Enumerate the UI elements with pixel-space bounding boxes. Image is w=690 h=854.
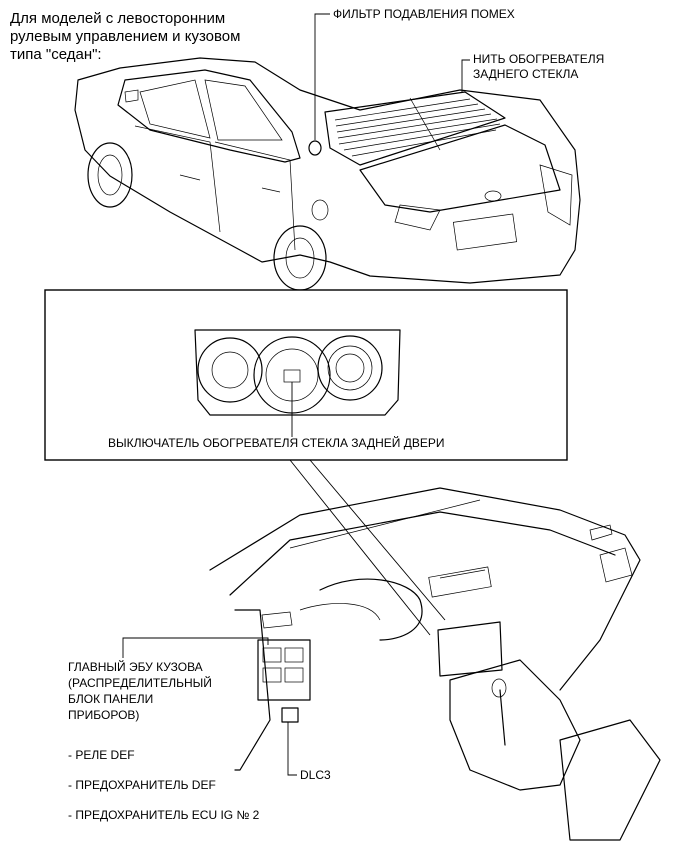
dlc3-label: DLC3: [300, 768, 331, 782]
intro-line: Для моделей с левосторонним: [10, 10, 226, 27]
noise-filter-label: ФИЛЬТР ПОДАВЛЕНИЯ ПОМЕХ: [333, 7, 515, 21]
ecu-label-line3: БЛОК ПАНЕЛИ: [68, 692, 154, 706]
ecu-label-line2: (РАСПРЕДЕЛИТЕЛЬНЫЙ: [68, 676, 212, 690]
ecu-label-line4: ПРИБОРОВ): [68, 708, 140, 722]
switch-label: ВЫКЛЮЧАТЕЛЬ ОБОГРЕВАТЕЛЯ СТЕКЛА ЗАДНЕЙ Д…: [108, 436, 445, 450]
climate-control-panel-drawing: [194, 329, 401, 416]
dashboard-drawing: [209, 487, 661, 841]
intro-caption: Для моделей с левосторонним рулевым упра…: [10, 10, 240, 64]
list-item: - ПРЕДОХРАНИТЕЛЬ DEF: [68, 778, 216, 792]
sedan-car-drawing: [74, 57, 581, 291]
heater-wire-label-line1: НИТЬ ОБОГРЕВАТЕЛЯ: [473, 52, 605, 66]
ecu-label-line1: ГЛАВНЫЙ ЭБУ КУЗОВА: [68, 660, 203, 674]
list-item: - ПРЕДОХРАНИТЕЛЬ ECU IG № 2: [68, 808, 260, 822]
intro-line: рулевым управлением и кузовом: [10, 28, 241, 45]
intro-line: типа "седан":: [10, 46, 102, 63]
heater-wire-label-line2: ЗАДНЕГО СТЕКЛА: [473, 67, 579, 81]
list-item: - РЕЛЕ DEF: [68, 748, 135, 762]
